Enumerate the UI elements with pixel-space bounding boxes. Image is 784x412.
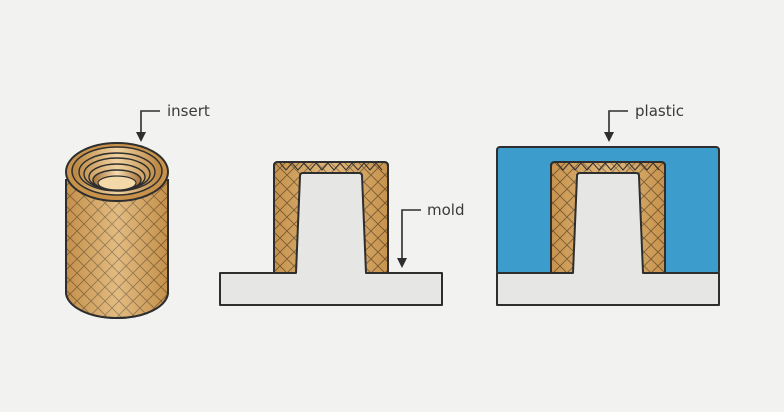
down-arrow-icon (608, 110, 628, 134)
insert-label: insert (167, 102, 210, 120)
plastic-callout: plastic (604, 102, 684, 142)
arrow-head-icon (397, 258, 407, 268)
plastic-label: plastic (635, 102, 684, 120)
arrow-head-icon (604, 132, 614, 142)
arrow-head-icon (136, 132, 146, 142)
down-arrow-icon (140, 110, 160, 134)
mold-illustration (219, 161, 443, 306)
down-arrow-icon (401, 209, 421, 259)
plastic-illustration (496, 146, 720, 306)
mold-label: mold (427, 201, 464, 219)
insert-illustration (65, 142, 169, 319)
mold-callout: mold (397, 201, 464, 268)
insert-callout: insert (136, 102, 210, 142)
